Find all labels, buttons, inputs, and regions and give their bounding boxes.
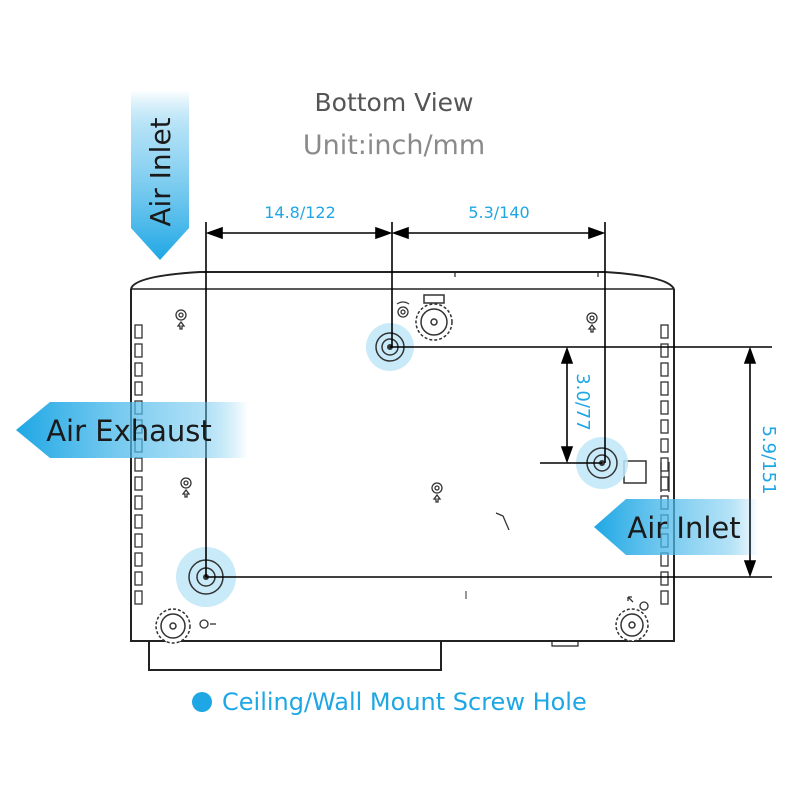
air-inlet-right-label: Air Inlet xyxy=(627,511,740,545)
screw-icon xyxy=(175,309,187,330)
right-vent xyxy=(660,324,669,605)
foot-icon xyxy=(615,608,649,642)
air-exhaust-arrow: Air Exhaust xyxy=(16,402,248,458)
dim-label-right-horizontal: 5.3/140 xyxy=(468,203,529,222)
dim-label-inner-vertical: 3.0/77 xyxy=(572,373,593,431)
screw-icon xyxy=(586,312,598,333)
screw-icon xyxy=(199,619,216,629)
screw-icon xyxy=(396,301,410,318)
foot-icon xyxy=(155,608,191,644)
legend-label: Ceiling/Wall Mount Screw Hole xyxy=(222,688,587,716)
dim-label-outer-vertical: 5.9/151 xyxy=(758,425,779,494)
legend-dot-icon xyxy=(192,692,212,712)
screw-icon xyxy=(627,596,649,611)
corner-mark xyxy=(495,512,510,531)
mount-screw-holes xyxy=(176,323,628,607)
air-inlet-top-label: Air Inlet xyxy=(144,117,177,226)
small-screw-icons xyxy=(175,301,670,629)
foot-icon xyxy=(415,294,453,341)
legend: Ceiling/Wall Mount Screw Hole xyxy=(192,686,587,718)
screw-icon xyxy=(180,477,192,498)
air-inlet-right-arrow: Air Inlet xyxy=(594,499,758,555)
air-inlet-top-arrow: Air Inlet xyxy=(131,90,189,260)
projector-body xyxy=(130,271,675,671)
dimension-lines xyxy=(205,222,772,578)
left-vent xyxy=(134,324,143,605)
air-exhaust-label: Air Exhaust xyxy=(46,414,212,448)
dim-label-left-horizontal: 14.8/122 xyxy=(264,203,336,222)
screw-icon xyxy=(431,482,443,503)
diagram-title: Bottom View xyxy=(314,88,474,117)
diagram-subtitle: Unit:inch/mm xyxy=(302,130,486,161)
